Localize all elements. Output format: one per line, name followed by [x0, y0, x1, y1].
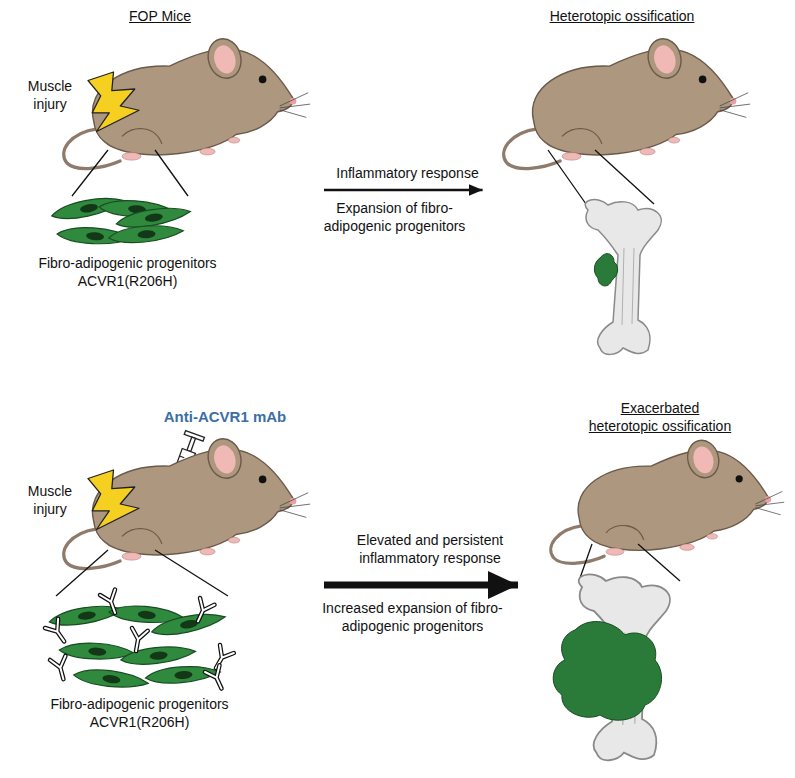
antibody-group [45, 590, 234, 692]
illustration-part [50, 656, 71, 681]
zoom-line [56, 550, 228, 596]
process-label: Expansion of fibro-adipogenic progenitor… [307, 200, 482, 235]
injury-label: Muscle injury [20, 78, 80, 113]
panel-heading: Heterotopic ossification [522, 8, 722, 26]
scene-panel: Anti-ACVR1 mAbMuscle injuryFibro-adipoge… [15, 400, 320, 750]
scene-panel: Heterotopic ossification [495, 5, 755, 367]
illustration-part [504, 35, 750, 169]
scene-panel: Exacerbated heterotopic ossification [540, 395, 790, 773]
mouse-figure [64, 435, 310, 569]
panel-heading: FOP Mice [100, 8, 220, 26]
zoom-line [548, 150, 654, 204]
mouse-figure [64, 35, 310, 169]
scene-panel: FOP MiceMuscle injuryFibro-adipogenic pr… [15, 5, 320, 295]
illustration-part [128, 628, 148, 652]
injury-bolt [88, 470, 139, 530]
cell-label: Fibro-adipogenic progenitors ACVR1(R206H… [27, 696, 252, 731]
illustration-part [45, 619, 71, 646]
treatment-label: Anti-ACVR1 mAb [150, 408, 300, 427]
arrow-label: Elevated and persistent inflammatory res… [340, 532, 520, 567]
ossification-blob [553, 622, 661, 721]
mouse-figure [504, 35, 750, 169]
mouse-figure [551, 437, 784, 564]
illustration-part [64, 35, 310, 169]
process-arrow [324, 189, 483, 192]
illustration-part [73, 666, 149, 692]
process-label: Increased expansion of fibro-adipogenic … [310, 600, 515, 635]
bone-figure [585, 200, 661, 355]
illustration-part [150, 610, 227, 639]
illustration-part [585, 200, 661, 355]
illustration-part [64, 435, 310, 569]
cell-group [50, 194, 191, 247]
illustration-part [120, 644, 196, 666]
illustration-part [88, 72, 139, 132]
illustration-part [551, 437, 784, 564]
zoom-line [72, 150, 188, 196]
illustration-part [88, 470, 139, 530]
illustration-part [205, 665, 229, 692]
injury-bolt [88, 72, 139, 132]
illustration-part [100, 590, 123, 616]
illustration-part [108, 223, 184, 244]
panel-heading: Exacerbated heterotopic ossification [586, 400, 734, 435]
illustration-part [209, 645, 234, 672]
arrow-label: Inflammatory response [320, 165, 495, 183]
cell-label: Fibro-adipogenic progenitors ACVR1(R206H… [15, 255, 240, 290]
process-arrow [324, 582, 518, 589]
illustration-part [187, 437, 196, 452]
injury-label: Muscle injury [20, 483, 80, 518]
illustration-part [191, 598, 215, 625]
ossification-blob [594, 254, 617, 286]
